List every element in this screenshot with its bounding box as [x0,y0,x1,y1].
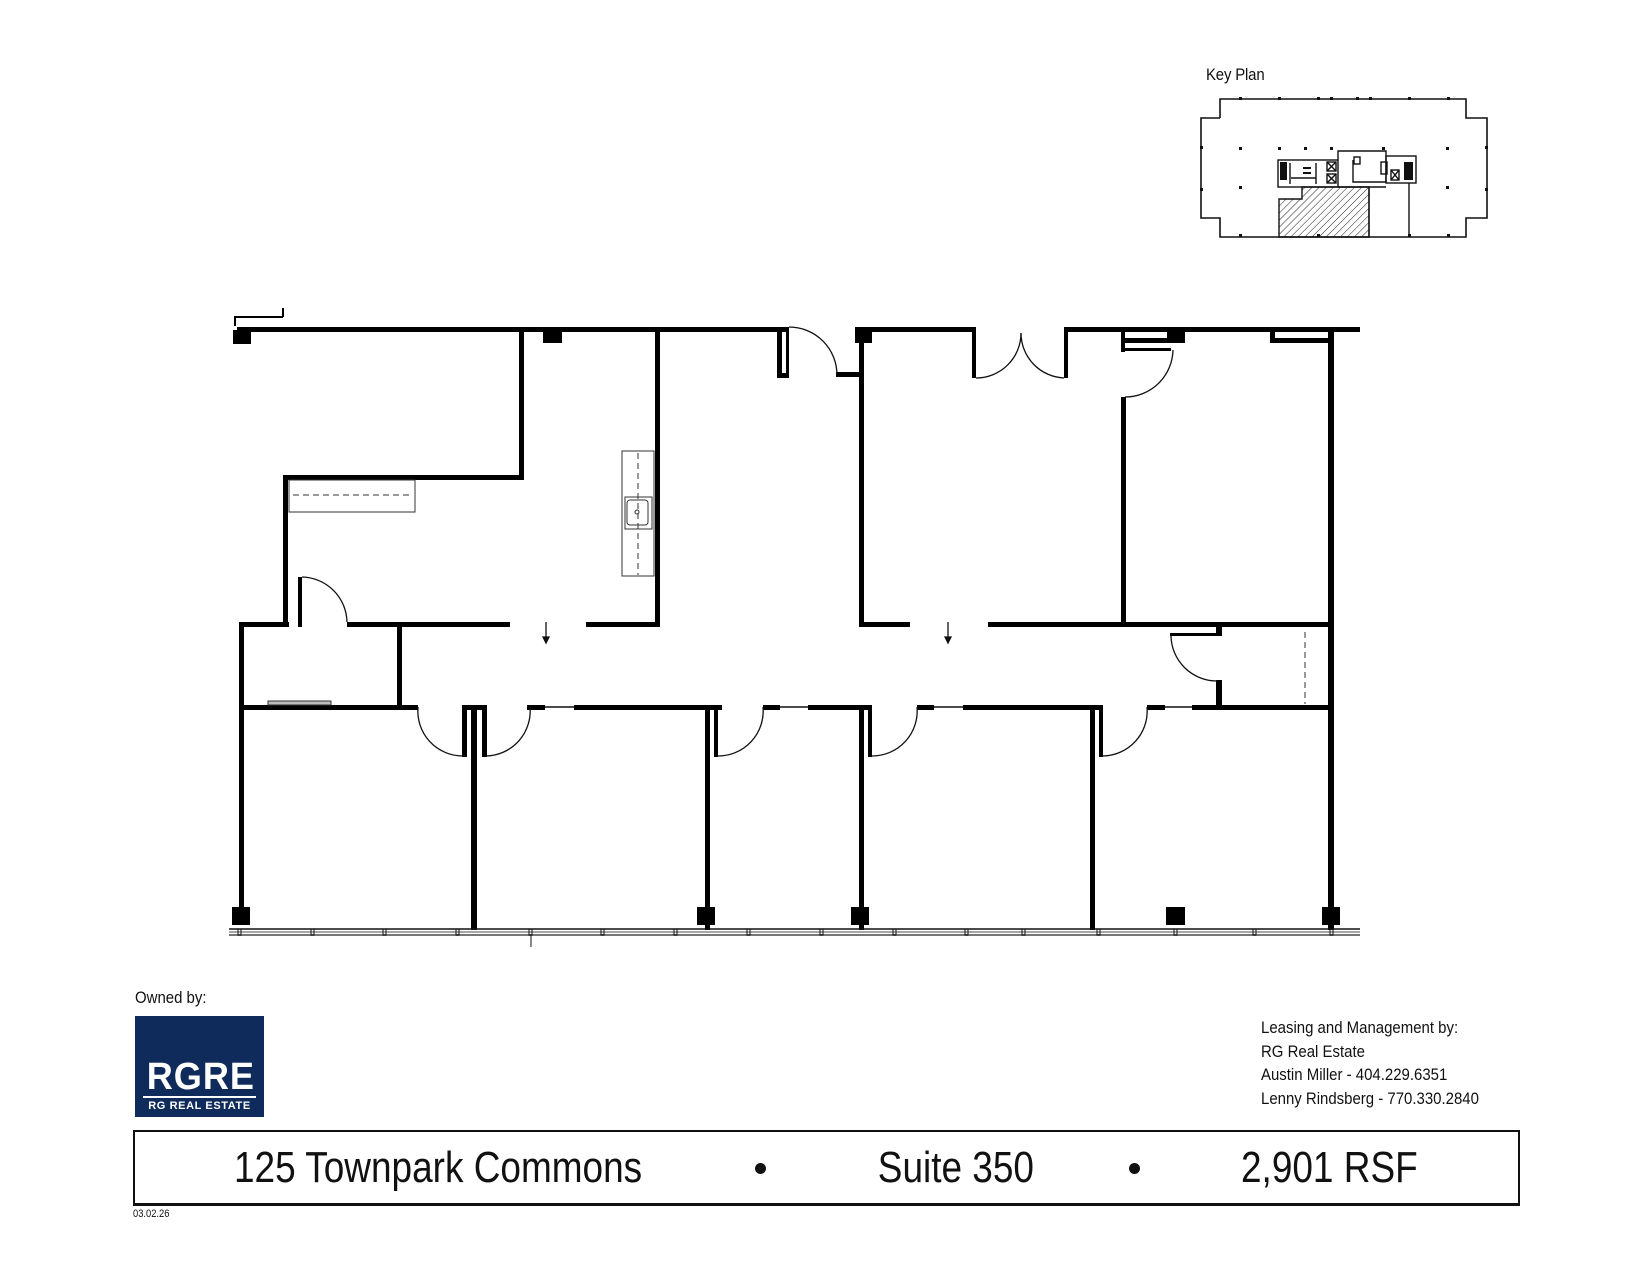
suite-floor-plan [229,308,1360,947]
exit-arrow-icons [541,622,953,645]
leasing-heading: Leasing and Management by: [1261,1018,1459,1037]
logo-secondary-text: RG REAL ESTATE [148,1100,251,1112]
bullet-separator [755,1163,766,1174]
rentable-area: 2,901 RSF [1241,1143,1418,1192]
window-wall [229,928,1360,947]
upper-shelf [288,479,416,513]
suite-number: Suite 350 [877,1143,1034,1192]
rgre-logo: RGRE RG REAL ESTATE [135,1016,264,1117]
doors [301,326,1218,757]
owned-by-label: Owned by: [135,988,207,1007]
revision-date: 03.02.26 [133,1208,170,1220]
key-plan-suite-highlight [1278,186,1370,238]
leasing-contact-block: Leasing and Management by: RG Real Estat… [1261,1016,1479,1110]
logo-divider [143,1096,256,1098]
building-address: 125 Townpark Commons [234,1143,643,1192]
closet-shelf [267,700,332,706]
bullet-separator [1129,1163,1140,1174]
title-bar: 125 Townpark Commons Suite 350 2,901 RSF [133,1130,1520,1206]
walls [232,308,1360,930]
leasing-company: RG Real Estate [1261,1041,1365,1061]
sink-counter [621,450,655,577]
leasing-contact-1: Austin Miller - 404.229.6351 [1261,1065,1448,1084]
leasing-contact-2: Lenny Rindsberg - 770.330.2840 [1261,1088,1479,1108]
fixtures [267,450,1306,706]
sink-icon [624,496,653,530]
logo-primary-text: RGRE [146,1056,255,1098]
key-plan [1200,97,1488,238]
key-plan-label: Key Plan [1206,65,1265,84]
